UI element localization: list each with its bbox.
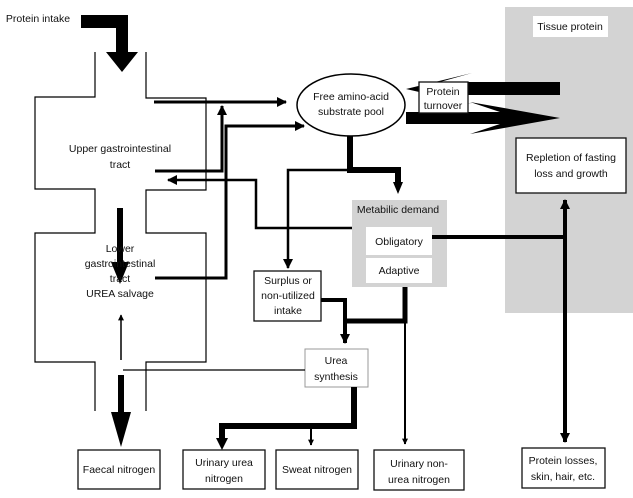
pool-to-metabolic-arrowhead — [393, 182, 403, 194]
urinary-urea-nitrogen-box — [182, 449, 266, 490]
gi-to-faecal-arrow — [111, 375, 131, 447]
upper-to-lower-gi-arrow — [111, 208, 129, 284]
urinary-urea-arrowhead — [216, 438, 228, 450]
adaptive-box — [366, 258, 432, 283]
tissue-protein-box — [533, 16, 608, 37]
lower-gi-to-pool-arrow — [155, 121, 305, 280]
upper-gi-loop-arrow — [155, 105, 227, 173]
adaptive-to-urea-connector — [345, 287, 408, 324]
sweat-nitrogen-label: Sweat nitrogen — [282, 464, 352, 476]
gi-tract-left-wall — [34, 52, 96, 411]
urea-to-urinary-urea-arrow — [219, 387, 357, 440]
gi-tract-right-wall — [145, 52, 207, 411]
pool-to-metabolic-demand-arrow — [347, 136, 401, 184]
sweat-nitrogen-box — [275, 449, 359, 490]
metabolic-to-upper-gi-arrow — [167, 175, 352, 230]
surplus-box — [253, 270, 322, 322]
pool-to-surplus-arrow — [283, 168, 350, 269]
protein-losses-label: Protein losses,skin, hair, etc. — [529, 455, 598, 483]
obligatory-box — [366, 227, 432, 255]
protein-losses-box — [521, 447, 606, 489]
free-amino-acid-pool — [296, 73, 406, 137]
faecal-nitrogen-box — [77, 449, 161, 490]
urinary-non-urea-nitrogen-label: Urinary non-urea nitrogen — [388, 458, 450, 486]
surplus-to-urea-arrow — [321, 298, 350, 344]
faecal-nitrogen-label: Faecal nitrogen — [83, 464, 156, 476]
turnover-to-pool-arrow — [406, 73, 560, 104]
obligatory-label: Obligatory — [375, 236, 424, 248]
adaptive-label: Adaptive — [379, 265, 420, 277]
protein-turnover-box — [418, 81, 469, 114]
urea-synthesis-box — [304, 348, 369, 388]
metabolic-demand-label: Metabilic demand — [357, 204, 439, 216]
protein-intake-label: Protein intake — [6, 13, 70, 25]
urinary-non-urea-nitrogen-box — [373, 449, 465, 491]
protein-intake-arrow — [81, 15, 138, 72]
repletion-box — [515, 137, 627, 194]
tissue-protein-label: Tissue protein — [537, 21, 603, 33]
pool-to-tissue-arrow — [406, 102, 560, 134]
